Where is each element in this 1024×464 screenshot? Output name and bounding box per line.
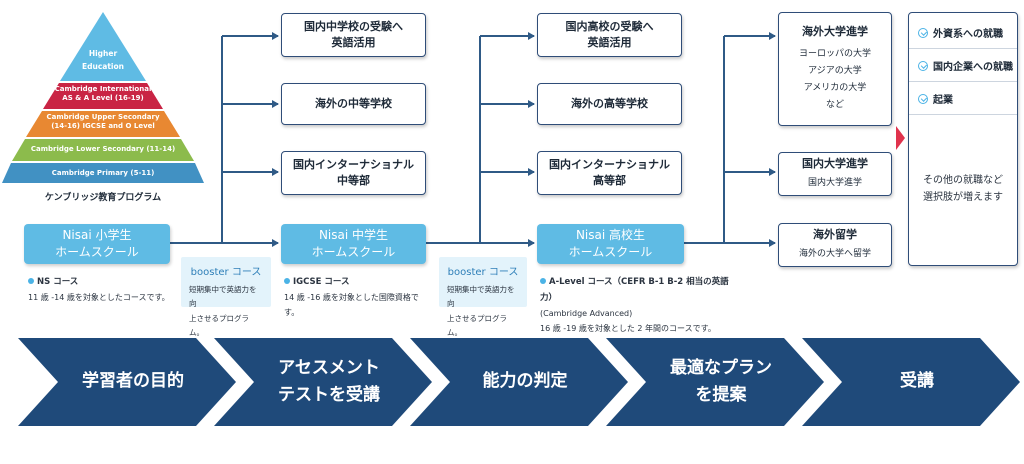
pyramid-label-higher: Higher Education: [82, 49, 124, 71]
pyramid-level-upper-secondary: [26, 111, 180, 137]
career-label: 外資系への就職: [933, 29, 1003, 40]
dest-title: 国内中学校の受験へ 英語活用: [304, 19, 403, 50]
process-steps: 学習者の目的 アセスメント テストを受講 能力の判定 最適なプラン を提案 受講: [0, 338, 1024, 426]
course-desc: 11 歳 -14 歳を対象としたコースです。: [28, 293, 170, 303]
step-chevron-3: [410, 338, 628, 426]
career-options: 外資系への就職 国内企業への就職 起業 その他の就職など 選択肢が増えます: [908, 12, 1018, 266]
school-elementary: Nisai 小学生 ホームスクール: [24, 224, 170, 264]
booster-desc: 短期集中で英語力を向 上させるプログラム。: [189, 285, 257, 337]
career-arrow-icon: [896, 126, 905, 150]
dest-title: 海外大学進学: [802, 25, 868, 39]
dest-title: 海外留学: [813, 228, 857, 242]
flow-connectors: [170, 32, 905, 247]
course-a-level: A-Level コース（CEFR B-1 B-2 相当の英語力） (Cambri…: [540, 274, 740, 337]
step-chevron-2: [214, 338, 432, 426]
step-chevron-1: [18, 338, 236, 426]
career-item: 外資系への就職: [909, 17, 1017, 49]
pyramid-label-upper-secondary: Cambridge Upper Secondary (14-16) IGCSE …: [46, 113, 160, 131]
check-circle-icon: [918, 93, 928, 104]
dest-study-abroad: 海外留学 海外の大学へ留学: [778, 223, 892, 267]
dest-title: 海外の中等学校: [315, 96, 392, 110]
dest-subtitle: ヨーロッパの大学 アジアの大学 アメリカの大学 など: [798, 48, 871, 110]
booster-desc: 短期集中で英語力を向 上させるプログラム。: [447, 285, 515, 337]
booster-course-2: booster コース 短期集中で英語力を向 上させるプログラム。: [439, 257, 527, 337]
dest-title: 国内大学進学: [802, 157, 868, 171]
dest-junior-overseas: 海外の中等学校: [281, 83, 426, 125]
dest-title: 海外の高等学校: [571, 96, 648, 110]
bullet-icon: [540, 278, 546, 284]
dest-title: 国内高校の受験へ 英語活用: [565, 19, 654, 50]
pyramid-level-primary: [2, 163, 204, 183]
dest-senior-overseas: 海外の高等学校: [537, 83, 682, 125]
booster-title: booster コース: [447, 267, 519, 278]
step-1-label: 学習者の目的: [82, 371, 184, 392]
process-chevrons: [18, 338, 1020, 426]
career-label: 起業: [933, 95, 953, 106]
course-ns: NS コース 11 歳 -14 歳を対象としたコースです。: [28, 274, 178, 305]
career-item: 国内企業への就職: [909, 50, 1017, 82]
bullet-icon: [28, 278, 34, 284]
course-desc: (Cambridge Advanced) 16 歳 -19 歳を対象とした 2 …: [540, 309, 716, 334]
dest-title: 国内インターナショナル 高等部: [549, 157, 670, 188]
school-senior: Nisai 高校生 ホームスクール: [537, 224, 684, 264]
check-circle-icon: [918, 27, 928, 38]
pyramid-label-primary: Cambridge Primary (5-11): [51, 169, 155, 177]
bullet-icon: [284, 278, 290, 284]
dest-senior-international: 国内インターナショナル 高等部: [537, 151, 682, 195]
dest-senior-domestic-exam: 国内高校の受験へ 英語活用: [537, 13, 682, 57]
dest-subtitle: 海外の大学へ留学: [798, 248, 871, 259]
pyramid-level-as-a: [43, 83, 163, 109]
dest-junior-international: 国内インターナショナル 中等部: [281, 151, 426, 195]
step-4-label: 最適なプラン を提案: [670, 357, 772, 405]
dest-title: 国内インターナショナル 中等部: [293, 157, 414, 188]
course-title: IGCSE コース: [293, 277, 350, 287]
step-5-label: 受講: [900, 371, 934, 392]
course-igcse: IGCSE コース 14 歳 -16 歳を対象とした国際資格です。: [284, 274, 434, 321]
dest-domestic-university: 国内大学進学 国内大学進学: [778, 152, 892, 196]
course-desc: 14 歳 -16 歳を対象とした国際資格です。: [284, 293, 419, 318]
booster-course-1: booster コース 短期集中で英語力を向 上させるプログラム。: [181, 257, 271, 337]
step-chevron-5: [802, 338, 1020, 426]
pyramid-label-lower-secondary: Cambridge Lower Secondary (11-14): [30, 145, 176, 153]
step-chevron-4: [606, 338, 824, 426]
career-other: その他の就職など 選択肢が増えます: [923, 175, 1003, 203]
step-3-label: 能力の判定: [482, 371, 568, 392]
booster-title: booster コース: [190, 267, 262, 278]
pyramid-level-lower-secondary: [12, 139, 194, 161]
step-2-label: アセスメント テストを受講: [278, 357, 380, 405]
pyramid-label-as-a: Cambridge International AS & A Level (16…: [54, 85, 152, 103]
career-label: 国内企業への就職: [933, 62, 1013, 73]
course-title: A-Level コース（CEFR B-1 B-2 相当の英語力）: [540, 277, 729, 304]
pyramid-caption: ケンブリッジ教育プログラム: [44, 193, 162, 203]
course-title: NS コース: [37, 277, 79, 287]
dest-junior-domestic-exam: 国内中学校の受験へ 英語活用: [281, 13, 426, 57]
pyramid-level-higher: [60, 12, 146, 81]
check-circle-icon: [918, 60, 928, 71]
cambridge-pyramid: [2, 12, 204, 183]
dest-overseas-university: 海外大学進学 ヨーロッパの大学 アジアの大学 アメリカの大学 など: [778, 12, 892, 126]
school-junior: Nisai 中学生 ホームスクール: [281, 224, 426, 264]
dest-subtitle: 国内大学進学: [807, 177, 862, 188]
career-item: 起業: [909, 83, 1017, 115]
